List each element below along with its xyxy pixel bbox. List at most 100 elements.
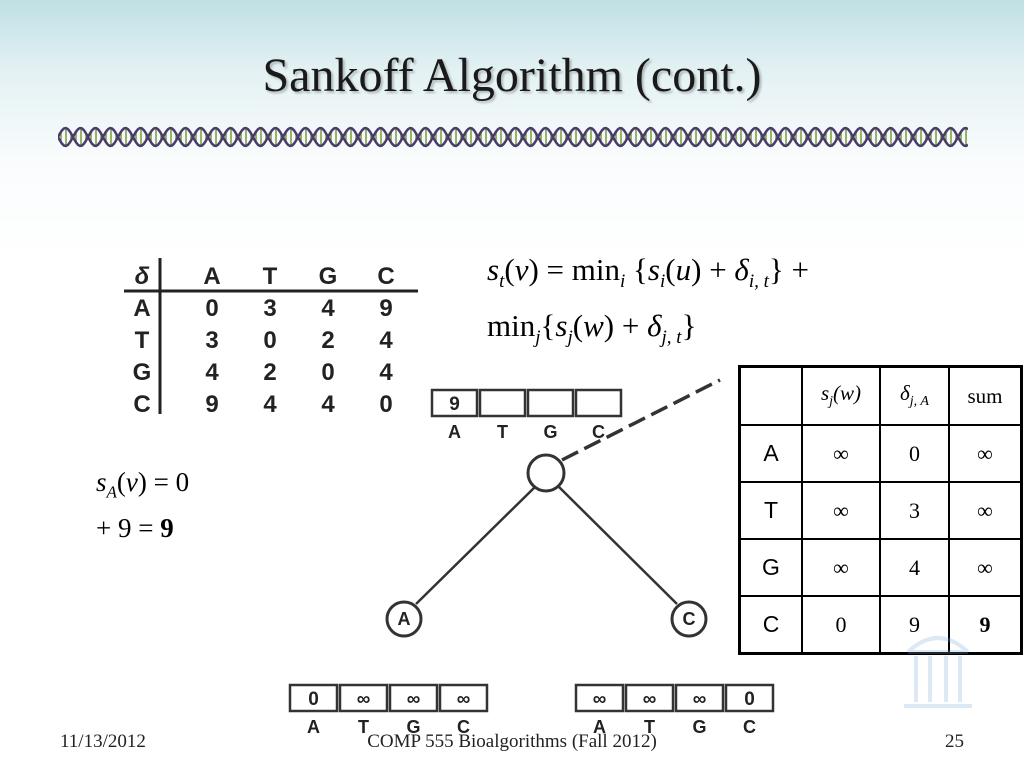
leaf-c-vector-label: C <box>743 717 756 737</box>
matrix-cell: 4 <box>321 295 335 322</box>
internal-node <box>526 453 566 493</box>
leaf-c-vector-label: A <box>593 717 606 737</box>
leaf-c-vector-value: 0 <box>744 689 755 710</box>
sj-value: ∞ <box>801 424 881 483</box>
matrix-row-label: G <box>133 359 152 386</box>
matrix-cell: 3 <box>263 295 276 322</box>
matrix-column-header: G <box>319 263 338 290</box>
internal-vector-label: A <box>448 422 461 442</box>
score-computation-line-2: + 9 = 9 <box>96 513 174 544</box>
sum-value: ∞ <box>948 424 1023 483</box>
delta-value: 4 <box>879 538 950 597</box>
row-label: C <box>738 595 803 655</box>
sj-value: 0 <box>801 595 881 655</box>
internal-vector-cell <box>574 388 623 418</box>
leaf-node-a-label: A <box>398 609 411 629</box>
formula-line-1: st(v) = mini {si(u) + δi, t} + <box>487 252 810 293</box>
leaf-a-vector-value: ∞ <box>457 689 471 710</box>
edge-left <box>415 485 537 605</box>
sj-value: ∞ <box>801 538 881 597</box>
matrix-cell: 0 <box>205 295 218 322</box>
table-row: A ∞ 0 ∞ <box>738 424 1023 483</box>
internal-vector-label: T <box>497 422 508 442</box>
delta-value: 9 <box>879 595 950 655</box>
delta-value: 3 <box>879 481 950 540</box>
matrix-corner-symbol: δ <box>135 263 150 290</box>
internal-vector-label: C <box>592 422 605 442</box>
header-sum: sum <box>948 365 1023 426</box>
footer-course: COMP 555 Bioalgorithms (Fall 2012) <box>367 731 657 752</box>
table-row: T ∞ 3 ∞ <box>738 481 1023 540</box>
matrix-cell: 0 <box>263 327 276 354</box>
matrix-cell: 4 <box>379 327 393 354</box>
row-label: T <box>738 481 803 540</box>
leaf-c-vector-cell <box>574 683 625 713</box>
leaf-c-vector-value: ∞ <box>593 689 607 710</box>
leaf-c-vector-label: T <box>644 717 655 737</box>
leaf-a-vector-label: T <box>358 717 369 737</box>
score-computation-table: sj(w) δj, A sum A ∞ 0 ∞ T ∞ 3 ∞ G ∞ 4 ∞ … <box>738 365 1023 655</box>
internal-vector-cell <box>526 388 575 418</box>
internal-vector-cell <box>430 388 479 418</box>
leaf-c-vector-value: ∞ <box>643 689 657 710</box>
matrix-cell: 0 <box>321 359 334 386</box>
leaf-c-vector-cell <box>674 683 725 713</box>
leaf-a-vector-cell <box>438 683 489 713</box>
matrix-cell: 9 <box>379 295 392 322</box>
leaf-a-vector-cell <box>388 683 439 713</box>
sankoff-recurrence-formula: st(v) = mini {si(u) + δi, t} + minj{sj(w… <box>487 248 809 360</box>
matrix-cell: 3 <box>205 327 218 354</box>
slide-title: Sankoff Algorithm (cont.) <box>262 49 762 102</box>
matrix-cell: 0 <box>379 391 392 414</box>
header-sj-w: sj(w) <box>801 365 881 426</box>
edge-right <box>557 485 678 605</box>
leaf-c-vector-cell <box>624 683 675 713</box>
table-row: C 0 9 9 <box>738 595 1023 655</box>
matrix-cell: 4 <box>205 359 219 386</box>
leaf-a-vector-value: 0 <box>308 689 319 710</box>
matrix-column-header: A <box>203 263 220 290</box>
leaf-node-a <box>385 600 423 638</box>
header-blank <box>738 365 803 426</box>
matrix-cell: 4 <box>263 391 277 414</box>
internal-vector-value: 9 <box>449 394 460 415</box>
sum-value: 9 <box>948 595 1023 655</box>
leaf-a-vector-label: G <box>406 717 420 737</box>
matrix-column-header: T <box>263 263 278 290</box>
leaf-c-vector-cell <box>724 683 775 713</box>
leaf-a-vector-cell <box>288 683 339 713</box>
sj-value: ∞ <box>801 481 881 540</box>
leaf-c-vector-value: ∞ <box>693 689 707 710</box>
delta-value: 0 <box>879 424 950 483</box>
internal-vector-label: G <box>543 422 557 442</box>
internal-vector-cell <box>478 388 527 418</box>
matrix-cell: 2 <box>321 327 334 354</box>
footer-page-number: 25 <box>945 731 964 752</box>
leaf-a-vector-value: ∞ <box>407 689 421 710</box>
score-computation-line-1: sA(v) = 0 <box>96 467 190 502</box>
leaf-c-score-vector: ∞A∞T∞G0C <box>574 683 775 737</box>
matrix-row-label: T <box>135 327 150 354</box>
matrix-row-label: C <box>133 391 150 414</box>
leaf-a-vector-label: C <box>457 717 470 737</box>
leaf-node-c <box>670 600 708 638</box>
matrix-cell: 4 <box>379 359 393 386</box>
leaf-a-vector-value: ∞ <box>357 689 371 710</box>
matrix-cell: 2 <box>263 359 276 386</box>
matrix-column-header: C <box>377 263 394 290</box>
table-row: G ∞ 4 ∞ <box>738 538 1023 597</box>
header-delta: δj, A <box>879 365 950 426</box>
university-watermark-icon <box>904 636 972 708</box>
edge-parent <box>561 378 721 462</box>
internal-score-vector: 9A T G C <box>430 388 623 442</box>
matrix-cell: 9 <box>205 391 218 414</box>
leaf-a-vector-label: A <box>307 717 320 737</box>
leaf-a-score-vector: 0A ∞ T ∞ G ∞ C <box>288 683 489 737</box>
sum-value: ∞ <box>948 538 1023 597</box>
table-header-row: sj(w) δj, A sum <box>738 365 1023 426</box>
formula-line-2: minj{sj(w) + δj, t} <box>487 308 697 349</box>
score-computation-text: sA(v) = 0 + 9 = 9 <box>96 464 189 546</box>
sum-value: ∞ <box>948 481 1023 540</box>
